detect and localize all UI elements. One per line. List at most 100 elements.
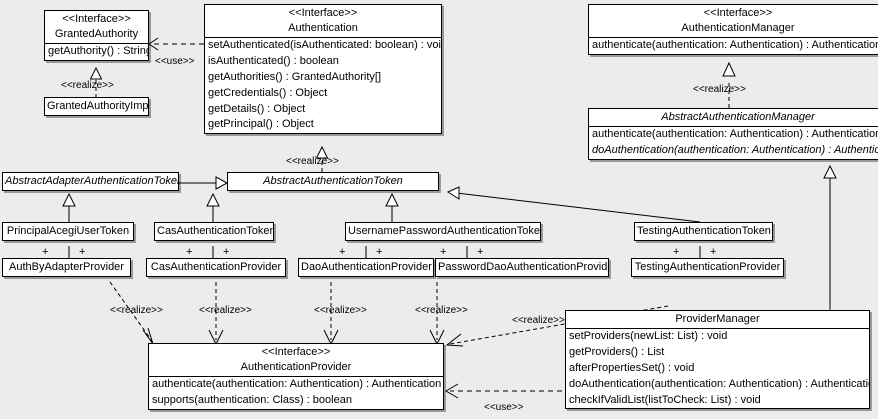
class-header: PasswordDaoAuthenticationProvider xyxy=(436,259,608,276)
class-name-label: GrantedAuthority xyxy=(54,28,139,40)
multiplicity-plus: + xyxy=(223,246,230,258)
multiplicity-plus: + xyxy=(339,246,346,258)
class-granted-authority[interactable]: <<Interface>> GrantedAuthority getAuthor… xyxy=(44,10,149,61)
class-cas-authentication-token[interactable]: CasAuthenticationToken xyxy=(154,222,274,241)
class-header: AbstractAuthenticationToken xyxy=(228,173,438,190)
class-member: authenticate(authentication: Authenticat… xyxy=(592,39,878,51)
class-name-label: TestingAuthenticationToken xyxy=(637,225,771,237)
class-members: setProviders(newList: List) : void getPr… xyxy=(566,329,869,408)
multiplicity-plus: + xyxy=(477,246,484,258)
multiplicity-plus: + xyxy=(673,246,680,258)
class-name-label: TestingAuthenticationProvider xyxy=(634,261,781,273)
class-name-label: GrantedAuthorityImpl xyxy=(47,100,148,112)
edge-label-realize-abstract-authentication-token: <<realize>> xyxy=(286,156,339,167)
class-header: <<Interface>> AuthenticationManager xyxy=(589,5,878,38)
class-header: AbstractAuthenticationManager xyxy=(589,109,878,127)
edge-label-realize-dao-authentication-provider: <<realize>> xyxy=(314,305,367,316)
edge-label-realize-granted-authority-impl: <<realize>> xyxy=(61,80,114,91)
class-authentication-provider[interactable]: <<Interface>> AuthenticationProvider aut… xyxy=(148,343,444,410)
class-member: setProviders(newList: List) : void xyxy=(569,330,728,342)
edge-label-realize-abstract-authentication-manager: <<realize>> xyxy=(693,84,746,95)
edge-generalize-principalacegiusertoken xyxy=(62,192,76,222)
class-member: afterPropertiesSet() : void xyxy=(569,361,695,374)
class-member: authenticate(authentication: Authenticat… xyxy=(592,128,878,140)
class-member: getPrincipal() : Object xyxy=(208,118,314,131)
edge-generalize-casauthenticationtoken xyxy=(206,192,220,222)
stereotype-label: <<Interface>> xyxy=(288,7,358,19)
class-name-label: DaoAuthenticationProvider xyxy=(301,261,432,273)
class-name-label: CasAuthenticationProvider xyxy=(150,261,282,273)
class-header: TestingAuthenticationProvider xyxy=(632,259,783,276)
class-header: CasAuthenticationProvider xyxy=(147,259,285,276)
class-name-label: AbstractAuthenticationToken xyxy=(263,175,403,187)
multiplicity-plus: + xyxy=(376,246,383,258)
class-member: getProviders() : List xyxy=(569,345,665,358)
class-member: doAuthentication(authentication: Authent… xyxy=(592,143,878,156)
class-member: isAuthenticated() : boolean xyxy=(208,54,339,67)
class-name-label: UsernamePasswordAuthenticationToken xyxy=(348,225,540,237)
class-members: authenticate(authentication: Authenticat… xyxy=(589,38,878,54)
class-header: AuthByAdapterProvider xyxy=(3,259,130,276)
class-cas-authentication-provider[interactable]: CasAuthenticationProvider xyxy=(146,258,286,277)
class-name-label: CasAuthenticationToken xyxy=(157,225,273,237)
class-abstract-authentication-token[interactable]: AbstractAuthenticationToken xyxy=(227,172,439,191)
class-members: authenticate(authentication: Authenticat… xyxy=(589,127,878,159)
edge-generalize-usernamepasswordauthenticationtoken xyxy=(385,192,399,222)
class-member: setAuthenticated(isAuthenticated: boolea… xyxy=(208,39,441,51)
class-name-label: Authentication xyxy=(288,22,358,34)
edge-label-realize-auth-by-adapter-provider: <<realize>> xyxy=(110,305,163,316)
class-member: checkIfValidList(listToCheck: List) : vo… xyxy=(569,393,761,406)
class-name-label: AbstractAdapterAuthenticationToken xyxy=(5,175,178,187)
class-principal-acegi-user-token[interactable]: PrincipalAcegiUserToken xyxy=(2,222,134,241)
class-header: <<Interface>> AuthenticationProvider xyxy=(149,344,443,377)
class-member: supports(authentication: Class) : boolea… xyxy=(152,393,352,406)
class-auth-by-adapter-provider[interactable]: AuthByAdapterProvider xyxy=(2,258,131,277)
class-name-label: PrincipalAcegiUserToken xyxy=(6,225,130,237)
class-authentication-manager[interactable]: <<Interface>> AuthenticationManager auth… xyxy=(588,4,878,55)
class-member: getDetails() : Object xyxy=(208,102,306,115)
class-name-label: AuthenticationManager xyxy=(681,22,795,34)
edge-label-realize-cas-authentication-provider: <<realize>> xyxy=(199,305,252,316)
stereotype-label: <<Interface>> xyxy=(62,13,131,25)
edge-use-authentication-grantedauthority xyxy=(148,37,204,51)
class-name-label: ProviderManager xyxy=(675,313,760,325)
class-granted-authority-impl[interactable]: GrantedAuthorityImpl xyxy=(44,97,149,116)
class-member: getCredentials() : Object xyxy=(208,86,328,99)
class-name-label: AuthenticationProvider xyxy=(240,361,352,373)
class-header: ProviderManager xyxy=(566,311,869,329)
class-testing-authentication-token[interactable]: TestingAuthenticationToken xyxy=(634,222,773,241)
edge-label-use-granted-authority: <<use>> xyxy=(155,56,195,67)
edge-label-realize-testing-authentication-provider: <<realize>> xyxy=(512,315,565,326)
class-member: getAuthority() : String xyxy=(48,45,148,57)
class-authentication[interactable]: <<Interface>> Authentication setAuthenti… xyxy=(204,4,442,135)
edge-generalize-testingauthenticationtoken xyxy=(446,186,701,223)
class-header: AbstractAdapterAuthenticationToken xyxy=(3,173,178,190)
class-abstract-authentication-manager[interactable]: AbstractAuthenticationManager authentica… xyxy=(588,108,878,160)
class-header: TestingAuthenticationToken xyxy=(635,223,772,240)
class-provider-manager[interactable]: ProviderManager setProviders(newList: Li… xyxy=(565,310,870,410)
edge-generalize-providermanager xyxy=(823,164,837,310)
class-member: authenticate(authentication: Authenticat… xyxy=(152,378,442,390)
class-dao-authentication-provider[interactable]: DaoAuthenticationProvider xyxy=(298,258,434,277)
class-name-label: AuthByAdapterProvider xyxy=(9,261,124,273)
class-abstract-adapter-authentication-token[interactable]: AbstractAdapterAuthenticationToken xyxy=(2,172,179,191)
multiplicity-plus: + xyxy=(440,246,447,258)
class-username-password-authentication-token[interactable]: UsernamePasswordAuthenticationToken xyxy=(345,222,541,241)
class-header: PrincipalAcegiUserToken xyxy=(3,223,133,240)
class-name-label: AbstractAuthenticationManager xyxy=(661,111,815,123)
class-header: <<Interface>> GrantedAuthority xyxy=(45,11,148,44)
class-members: authenticate(authentication: Authenticat… xyxy=(149,377,443,409)
class-member: doAuthentication(authentication: Authent… xyxy=(569,377,869,390)
class-members: setAuthenticated(isAuthenticated: boolea… xyxy=(205,38,441,133)
edge-generalize-abstractadapter-to-abstracttoken xyxy=(179,176,229,190)
class-header: <<Interface>> Authentication xyxy=(205,5,441,38)
class-header: CasAuthenticationToken xyxy=(155,223,273,240)
class-name-label: PasswordDaoAuthenticationProvider xyxy=(438,261,608,273)
class-password-dao-authentication-provider[interactable]: PasswordDaoAuthenticationProvider xyxy=(435,258,609,277)
class-member: getAuthorities() : GrantedAuthority[] xyxy=(208,70,382,83)
class-testing-authentication-provider[interactable]: TestingAuthenticationProvider xyxy=(631,258,784,277)
multiplicity-plus: + xyxy=(79,246,86,258)
class-header: UsernamePasswordAuthenticationToken xyxy=(346,223,540,240)
multiplicity-plus: + xyxy=(710,246,717,258)
